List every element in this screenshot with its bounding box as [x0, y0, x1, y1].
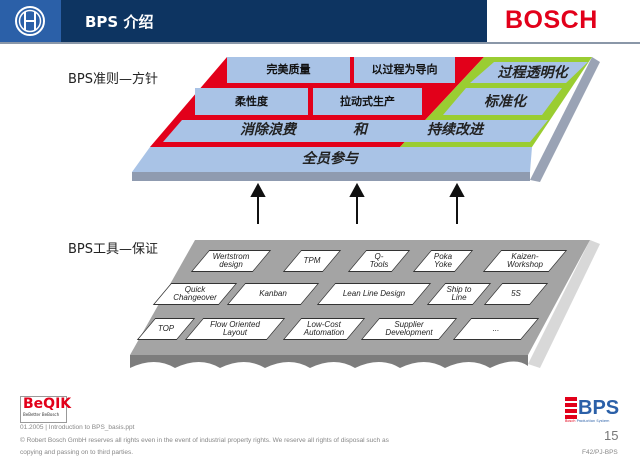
box-process-oriented [354, 57, 455, 83]
tools-platform-wave [130, 355, 528, 368]
platform-front [132, 172, 530, 181]
header-divider [0, 42, 640, 44]
header-logo-area [0, 0, 61, 42]
tool-lean-line-design: Lean Line Design [326, 283, 422, 305]
doc-code: F42/PJ-BPS [582, 449, 618, 456]
label-process-oriented: 以过程为导向 [371, 63, 438, 76]
bps-logo: BPS Bosch Production System [565, 397, 620, 423]
beqik-logo: BeQIK BeBetter BeBosch [20, 396, 71, 423]
base-band [132, 147, 532, 172]
tool-kaizen-workshop: Kaizen-Workshop [492, 250, 558, 272]
arrow-up-icon [250, 182, 266, 197]
tool-tpm: TPM [292, 250, 332, 272]
tools-platform-side [528, 240, 600, 368]
label-flexibility: 柔性度 [235, 95, 268, 108]
label-standardization: 标准化 [484, 94, 526, 110]
box-perfect-quality [227, 57, 350, 83]
arrows [250, 182, 465, 224]
label-pull-production: 拉动式生产 [340, 95, 395, 108]
label-perfect-quality: 完美质量 [266, 63, 311, 76]
bosch-armature-icon [15, 6, 45, 36]
box-standardization [443, 88, 562, 115]
tools-label: BPS工具—保证 [68, 242, 159, 257]
label-continuous-improvement: 持续改进 [427, 122, 483, 138]
arrow-up-icon [449, 182, 465, 197]
bosch-logo: BOSCH [505, 6, 598, 34]
tool-q-tools: Q-Tools [357, 250, 401, 272]
principles-label: BPS准则—方针 [68, 72, 159, 87]
footer-copyright-2: copying and passing on to third parties. [20, 449, 134, 456]
page-title: BPS 介绍 [85, 13, 154, 31]
platform-side [530, 57, 600, 182]
tool-more: ... [462, 318, 530, 340]
page-number: 15 [604, 428, 619, 443]
box-pull-production [313, 88, 422, 115]
header-bar [61, 0, 487, 42]
tool-5s: 5S [493, 283, 539, 305]
arrow-up-icon [349, 182, 365, 197]
label-transparency: 过程透明化 [497, 65, 568, 81]
tool-kanban: Kanban [236, 283, 310, 305]
label-and: 和 [353, 122, 367, 138]
box-transparency [470, 62, 588, 83]
band-waste-improve [163, 120, 548, 142]
footer-copyright: © Robert Bosch GmbH reserves all rights … [20, 437, 389, 444]
tool-top: TOP [146, 318, 186, 340]
label-eliminate-waste: 消除浪费 [240, 122, 296, 138]
label-total-participation: 全员参与 [302, 151, 358, 167]
footer-file-info: 01.2005 | Introduction to BPS_basis.ppt [20, 424, 135, 431]
box-flexibility [195, 88, 308, 115]
